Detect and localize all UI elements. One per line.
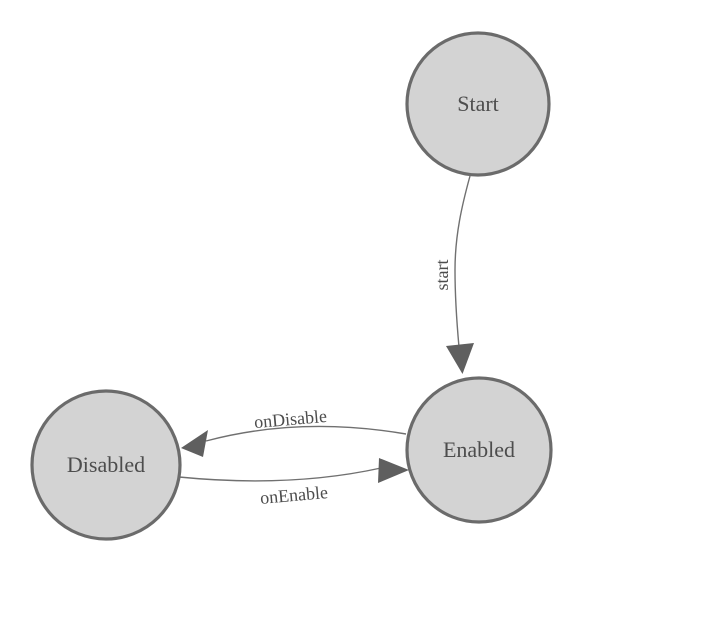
state-label-enabled: Enabled <box>443 437 515 462</box>
arrowhead-disabled-to-enabled <box>378 458 409 483</box>
arrowhead-enabled-to-disabled <box>181 430 208 457</box>
arrowhead-start-to-enabled <box>446 343 474 374</box>
state-node-disabled <box>30 389 182 541</box>
state-enabled: Enabled <box>405 376 553 524</box>
state-disabled: Disabled <box>30 389 182 541</box>
state-label-start: Start <box>457 91 499 116</box>
transition-edge-ondisable <box>205 425 407 442</box>
transition-enabled-to-disabled: onDisable <box>181 406 407 457</box>
transition-label-onenable: onEnable <box>259 482 328 508</box>
transition-label-ondisable: onDisable <box>253 406 327 432</box>
state-start: Start <box>405 31 551 177</box>
state-node-enabled <box>405 376 553 524</box>
transition-edge-start <box>454 175 471 348</box>
state-node-start <box>405 31 551 177</box>
transition-edge-onenable <box>178 467 382 482</box>
transition-disabled-to-enabled: onEnable <box>178 458 409 508</box>
transition-start-to-enabled: start <box>432 175 474 374</box>
state-label-disabled: Disabled <box>67 452 145 477</box>
transition-label-start: start <box>432 260 452 291</box>
